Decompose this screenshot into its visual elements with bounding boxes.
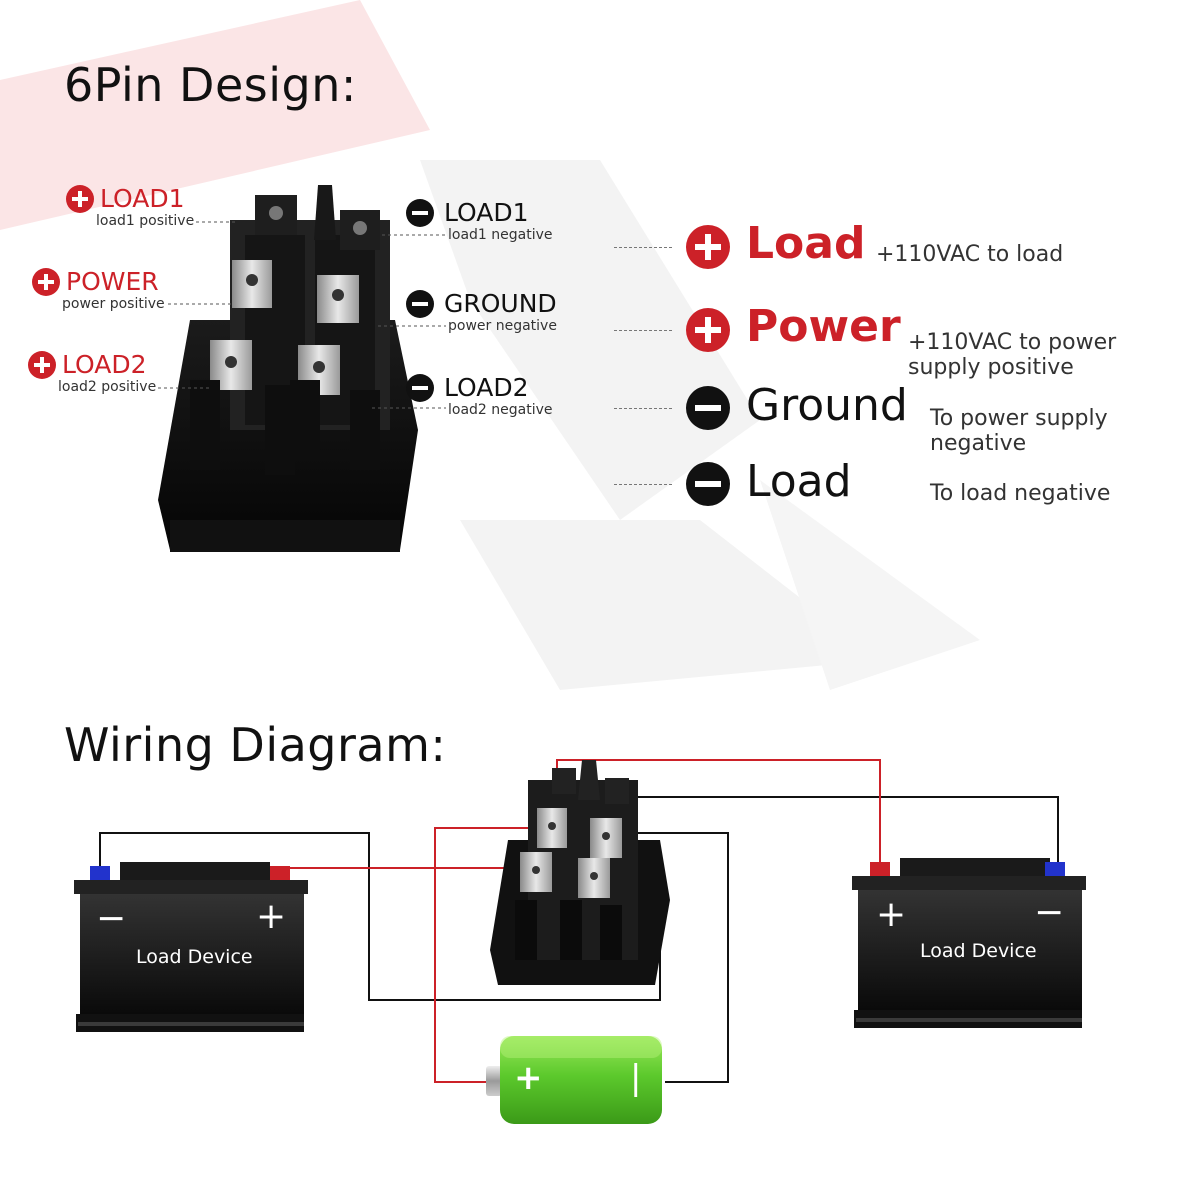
legend-dash [614,408,672,409]
legend-dash [614,330,672,331]
right-load-device [852,858,1086,1028]
minus-circle-icon [686,386,730,430]
pin-ground-negative: GROUND power negative [406,289,557,334]
left-device-plus-label: + [256,896,287,937]
legend-name: Load [746,456,852,507]
minus-circle-icon [406,289,434,318]
minus-circle-icon [406,373,434,402]
pin-description: power positive [62,296,165,312]
pin-description: load2 negative [448,402,553,418]
pin-load2-positive: LOAD2 load2 positive [28,350,156,395]
wiring-diagram-title: Wiring Diagram: [64,718,447,772]
pin-name: LOAD1 [444,198,529,227]
pin-load1-positive: LOAD1 load1 positive [66,184,194,229]
pin-name: LOAD2 [62,350,147,379]
battery-cell-image [486,1036,662,1124]
legend-desc: +110VAC to load [876,242,1063,267]
legend-desc-line: supply positive [908,355,1074,380]
legend-desc-line: To load negative [930,481,1111,506]
wiring-switch-image [490,760,670,985]
legend-dash [614,484,672,485]
plus-circle-icon [686,225,730,269]
pin-description: power negative [448,318,557,334]
pin-power-positive: POWER power positive [32,267,165,312]
legend-name: Power [746,301,901,352]
legend-desc: To load negative [930,481,1110,506]
legend-desc-line: +110VAC to load [876,242,1064,267]
minus-circle-icon [406,198,434,227]
battery-plus-label: + [514,1058,543,1098]
left-device-minus-label: − [96,898,127,939]
right-device-label: Load Device [920,940,1037,962]
pin-load2-negative: LOAD2 load2 negative [406,373,553,418]
pin-load1-negative: LOAD1 load1 negative [406,198,553,243]
pin-design-title: 6Pin Design: [64,58,357,112]
plus-circle-icon [66,184,94,213]
wiring-diagram [74,759,1086,1124]
pin-description: load1 negative [448,227,553,243]
left-device-label: Load Device [136,946,253,968]
legend-desc-line: +110VAC to power [908,330,1117,355]
plus-circle-icon [32,267,60,296]
legend-name: Load [746,218,866,269]
legend-dash [614,247,672,248]
legend-name: Ground [746,380,908,431]
pin-name: GROUND [444,289,557,318]
pin-name: LOAD1 [100,184,185,213]
right-device-minus-label: − [1034,892,1065,933]
minus-circle-icon [686,462,730,506]
right-device-plus-label: + [876,894,907,935]
battery-minus-label: | [630,1058,642,1098]
pin-description: load2 positive [58,379,157,395]
pin-name: LOAD2 [444,373,529,402]
rocker-switch-image [158,185,418,552]
pin-name: POWER [66,267,159,296]
watermark-logo [0,0,880,690]
callout-leader-lines [158,221,448,409]
legend-desc-line: To power supply [930,406,1108,431]
pin-description: load1 positive [96,213,195,229]
left-load-device [74,862,308,1032]
plus-circle-icon [686,308,730,352]
plus-circle-icon [28,350,56,379]
legend-desc-line: negative [930,431,1027,456]
